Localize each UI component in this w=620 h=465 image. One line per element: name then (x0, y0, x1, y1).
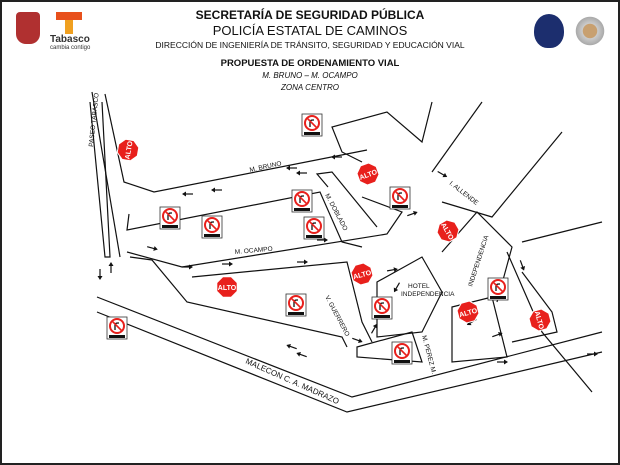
label-i-allende: I. ALLENDE (448, 180, 480, 207)
traffic-direction-arrow-icon (497, 359, 508, 365)
traffic-direction-arrow-icon (317, 237, 328, 243)
no-turn-sign-icon (201, 215, 223, 239)
state-coat-of-arms-logo (16, 12, 40, 44)
label-m-doblado: M. DOBLADO (323, 193, 348, 232)
traffic-signs: ALTO ALTO ALTO ALTO ALTO ALTO ALTO (106, 113, 552, 365)
police-star-badge-logo (574, 14, 606, 48)
label-m-bruno: M. BRUNO (249, 160, 282, 174)
no-turn-sign-icon (391, 341, 413, 365)
stop-sign-text: ALTO (459, 308, 479, 320)
header-line1: SECRETARÍA DE SEGURIDAD PÚBLICA (195, 8, 425, 22)
traffic-arrows (97, 154, 598, 365)
map-title: PROPUESTA DE ORDENAMIENTO VIAL (220, 58, 400, 69)
stop-sign-text: ALTO (533, 311, 545, 331)
label-v-guerrero: V. GUERRERO (323, 295, 350, 338)
no-turn-sign-icon (301, 113, 323, 137)
stop-sign-icon: ALTO (356, 162, 380, 186)
no-turn-sign-icon (285, 293, 307, 317)
traffic-direction-arrow-icon (297, 259, 308, 265)
police-shield-logo (534, 14, 564, 48)
stop-sign-text: ALTO (218, 285, 237, 292)
traffic-direction-arrow-icon (296, 170, 307, 176)
stop-sign-icon: ALTO (456, 300, 480, 324)
traffic-direction-arrow-icon (492, 331, 503, 338)
traffic-direction-arrow-icon (587, 351, 598, 357)
stop-sign-text: ALTO (124, 140, 134, 160)
stop-sign-text: ALTO (353, 270, 373, 282)
traffic-direction-arrow-icon (437, 170, 448, 178)
label-m-perez: M. PEREZ M. (420, 335, 437, 375)
header-line3: DIRECCIÓN DE INGENIERÍA DE TRÁNSITO, SEG… (155, 40, 465, 50)
stop-sign-icon: ALTO (350, 262, 374, 286)
traffic-direction-arrow-icon (370, 323, 378, 334)
no-turn-sign-icon (389, 186, 411, 210)
stop-sign-icon: ALTO (436, 219, 460, 243)
traffic-direction-arrow-icon (407, 210, 418, 217)
no-turn-sign-icon (159, 206, 181, 230)
tabasco-logo-tagline: cambia contigo (50, 45, 91, 51)
traffic-direction-arrow-icon (147, 246, 158, 251)
traffic-direction-arrow-icon (108, 262, 114, 273)
no-turn-sign-icon (106, 316, 128, 340)
traffic-direction-arrow-icon (296, 351, 307, 358)
map-subtitle: M. BRUNO – M. OCAMPO (262, 71, 358, 80)
traffic-direction-arrow-icon (222, 261, 233, 267)
traffic-direction-arrow-icon (211, 187, 222, 193)
traffic-direction-arrow-icon (182, 191, 193, 197)
map-zone: ZONA CENTRO (281, 83, 339, 92)
header-line2: POLICÍA ESTATAL DE CAMINOS (212, 23, 408, 38)
traffic-direction-arrow-icon (286, 165, 297, 171)
traffic-direction-arrow-icon (331, 154, 342, 160)
no-turn-sign-icon (371, 296, 393, 320)
stop-sign-icon: ALTO (116, 138, 140, 162)
label-hotel: HOTEL (408, 283, 430, 290)
label-m-ocampo: M. OCAMPO (235, 246, 273, 256)
label-malecon: MALECON C. A. MADRAZO (244, 357, 340, 406)
traffic-direction-arrow-icon (519, 260, 526, 271)
label-paseo-tabasco: PASEO TABASCO (88, 93, 101, 148)
traffic-direction-arrow-icon (182, 264, 193, 270)
traffic-direction-arrow-icon (97, 269, 103, 280)
no-turn-sign-icon (487, 277, 509, 301)
traffic-direction-arrow-icon (286, 343, 297, 350)
no-turn-sign-icon (291, 189, 313, 213)
label-independencia: INDEPENDENCIA (467, 234, 490, 288)
tabasco-logo: Tabasco cambia contigo (50, 12, 90, 51)
road-lines (89, 91, 603, 413)
traffic-direction-arrow-icon (393, 282, 401, 293)
traffic-direction-arrow-icon (386, 267, 398, 273)
no-turn-sign-icon (303, 216, 325, 240)
tabasco-logo-text: Tabasco (50, 34, 90, 45)
stop-sign-icon: ALTO (216, 276, 238, 298)
label-hotel-independencia: INDEPENDENCIA (401, 291, 455, 298)
traffic-direction-arrow-icon (352, 337, 363, 344)
stop-sign-icon: ALTO (528, 308, 552, 332)
